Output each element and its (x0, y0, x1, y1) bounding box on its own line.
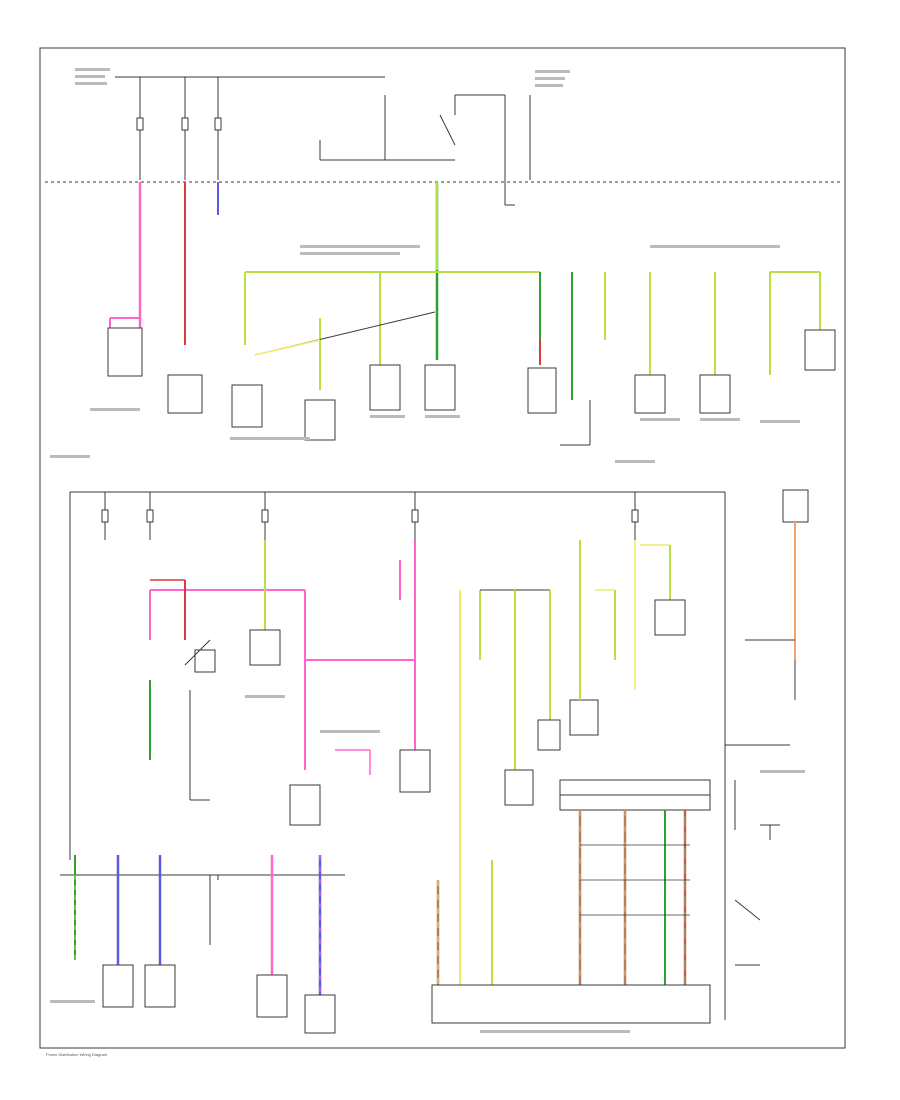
diagram-border (39, 47, 846, 1049)
footer-label: Power Distribution Wiring Diagram (46, 1052, 108, 1057)
middle-section (69, 489, 809, 1020)
connector-runs (431, 810, 711, 1024)
diagram-labels (50, 68, 805, 1033)
bottom-fuse-row (60, 855, 345, 1034)
right-switch-area (725, 744, 790, 966)
upper-harness-row (107, 182, 836, 446)
top-fuse-area (45, 76, 840, 206)
